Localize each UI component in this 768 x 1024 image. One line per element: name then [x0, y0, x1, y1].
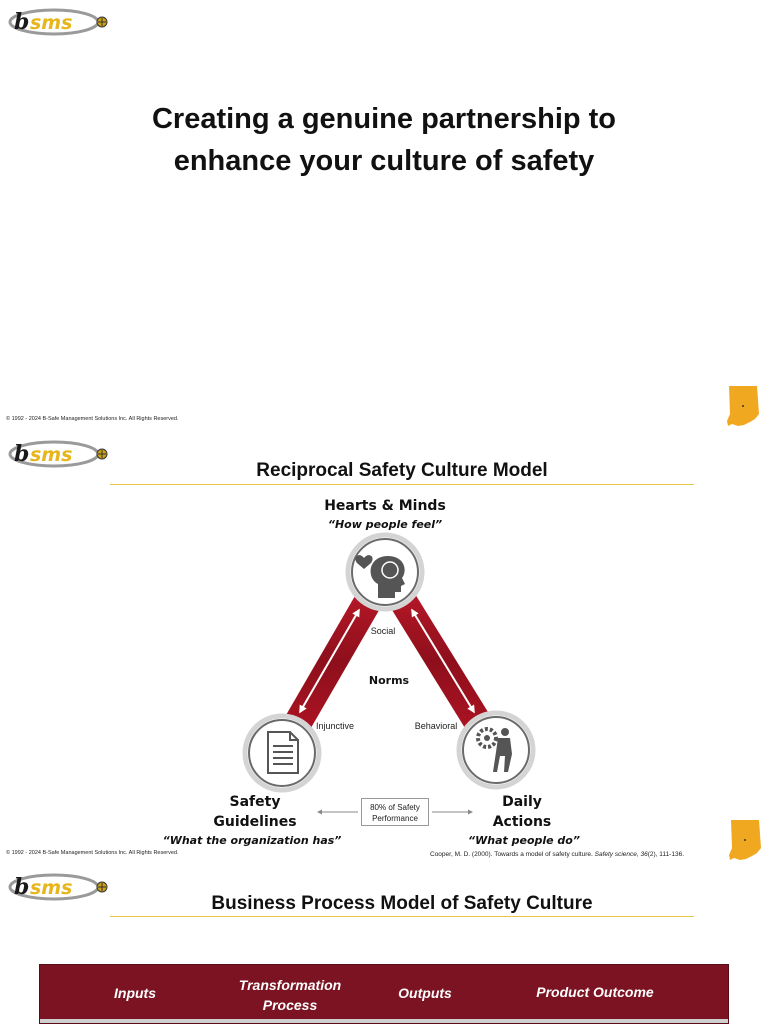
hearts-minds-subtitle: “How people feel” — [328, 518, 442, 531]
bsms-logo: b sms — [8, 440, 108, 468]
performance-box: 80% of Safety Performance — [361, 798, 429, 826]
process-header-bar: Inputs Transformation Process Outputs Pr… — [39, 964, 729, 1024]
svg-text:b: b — [14, 9, 29, 35]
slide-business-process: b sms Business Process Model of Safety C… — [0, 864, 768, 1024]
citation-prefix: Cooper, M. D. (2000). Towards a model of… — [430, 851, 595, 858]
edge-label-social: Social — [371, 626, 396, 636]
safety-guidelines-title-2: Guidelines — [213, 814, 296, 830]
hearts-minds-title: Hearts & Minds — [324, 498, 446, 514]
citation: Cooper, M. D. (2000). Towards a model of… — [430, 851, 684, 858]
edge-label-behavioral: Behavioral — [415, 721, 458, 731]
title-underline — [110, 916, 694, 917]
node-daily-actions — [456, 710, 536, 790]
worker-gear-icon — [476, 727, 512, 772]
center-label-norms: Norms — [369, 674, 410, 687]
slide-reciprocal-model: b sms Reciprocal Safety Culture Model — [0, 432, 768, 864]
indiana-map-icon — [729, 820, 761, 860]
title-line-1: Creating a genuine partnership to — [151, 103, 617, 135]
title-line-2: enhance your culture of safety — [173, 145, 595, 177]
daily-actions-subtitle: “What people do” — [468, 834, 580, 847]
header-outputs: Outputs — [398, 985, 452, 1001]
header-transformation-line-2: Process — [262, 997, 318, 1013]
performance-line-2: Performance — [372, 814, 418, 823]
head-heart-icon — [355, 555, 405, 598]
indiana-map-icon — [727, 386, 759, 426]
node-safety-guidelines — [242, 713, 322, 793]
slide-title-page: b sms Creating a genuine partnership to … — [0, 0, 768, 432]
svg-text:b: b — [14, 874, 29, 900]
copyright-text: © 1992 - 2024 B-Safe Management Solution… — [6, 416, 179, 422]
bsms-logo: b sms — [8, 8, 108, 36]
svg-text:sms: sms — [30, 444, 72, 466]
title-underline — [110, 484, 694, 485]
safety-culture-diagram: Hearts & Minds “How people feel” Social … — [163, 498, 580, 847]
header-transformation: Transformation Process — [210, 975, 370, 1015]
daily-actions-title-1: Daily — [502, 794, 542, 810]
safety-guidelines-title-1: Safety — [230, 794, 281, 810]
svg-text:sms: sms — [30, 877, 72, 899]
svg-text:b: b — [14, 441, 29, 467]
header-transformation-line-1: Transformation — [238, 977, 342, 993]
performance-line-1: 80% of Safety — [370, 803, 420, 812]
document-icon — [267, 731, 299, 774]
edge-label-injunctive: Injunctive — [316, 721, 354, 731]
slide-main-title: Creating a genuine partnership to enhanc… — [84, 98, 684, 182]
header-inputs: Inputs — [114, 985, 156, 1001]
copyright-text: © 1992 - 2024 B-Safe Management Solution… — [6, 850, 179, 856]
header-product-outcome: Product Outcome — [536, 984, 654, 1000]
citation-journal: Safety science, 36 — [594, 851, 648, 858]
node-hearts-minds — [345, 532, 425, 612]
slide-title: Reciprocal Safety Culture Model — [256, 460, 548, 481]
svg-text:sms: sms — [30, 12, 72, 34]
slide-title: Business Process Model of Safety Culture — [211, 893, 593, 914]
citation-suffix: (2), 111-136. — [647, 851, 685, 858]
bsms-logo: b sms — [8, 873, 108, 901]
safety-guidelines-subtitle: “What the organization has” — [163, 834, 342, 847]
daily-actions-title-2: Actions — [493, 814, 552, 830]
